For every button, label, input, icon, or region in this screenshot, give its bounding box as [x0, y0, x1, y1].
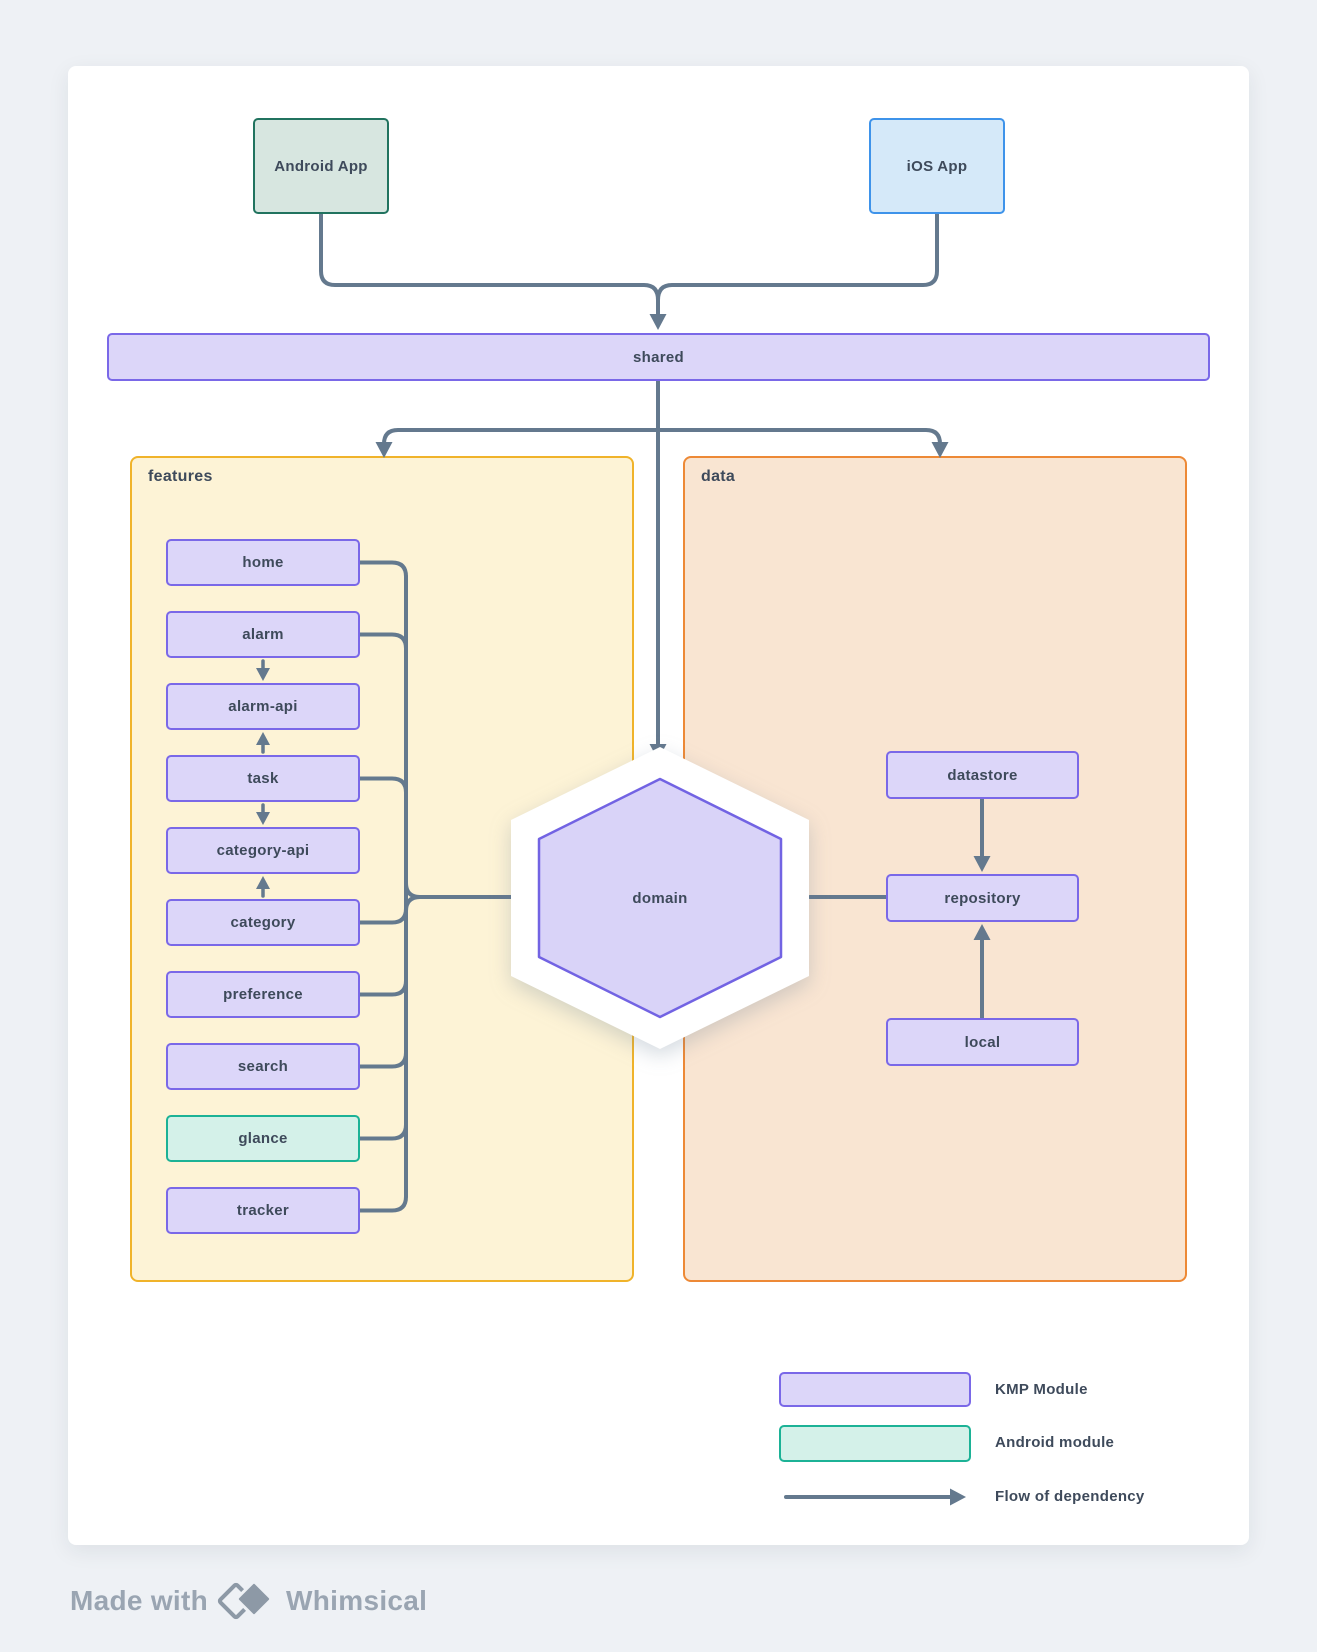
arrowhead-alarm-to-alarmapi [256, 668, 270, 681]
data-container-label: data [701, 468, 736, 485]
module-preference[interactable]: preference [166, 971, 360, 1018]
legend-android-swatch[interactable] [779, 1425, 971, 1462]
search-connector [358, 1050, 408, 1069]
trunk-junction-upper-curve [404, 881, 422, 899]
node-shared[interactable]: shared [107, 333, 1210, 381]
module-task[interactable]: task [166, 755, 360, 802]
node-domain[interactable]: domain [539, 779, 781, 1017]
task-connector [358, 776, 408, 795]
module-category-label: category [230, 914, 296, 931]
arrowhead-into-shared [649, 314, 667, 330]
module-category-api-label: category-api [216, 842, 310, 859]
node-ios-app-label: iOS App [906, 157, 968, 175]
node-ios-app[interactable]: iOS App [869, 118, 1005, 214]
module-glance-label: glance [238, 1130, 288, 1147]
shared-branch-connector [382, 428, 942, 446]
module-tracker-label: tracker [236, 1202, 290, 1219]
module-datastore-label: datastore [947, 766, 1018, 784]
trunk-junction-lower-curve [404, 895, 422, 913]
preference-connector [358, 978, 408, 997]
glance-connector [358, 1122, 408, 1141]
module-alarm-label: alarm [242, 626, 284, 643]
made-with-text: Made with [70, 1585, 209, 1616]
module-local-label: local [964, 1033, 1001, 1051]
module-alarm-api-label: alarm-api [228, 698, 298, 715]
ios-to-shared-connector [656, 212, 939, 302]
legend-kmp-label: KMP Module [995, 1381, 1088, 1398]
tracker-connector [358, 1194, 408, 1213]
arrowhead-datastore-to-repository [973, 856, 991, 872]
arrowhead-local-to-repository [973, 924, 991, 940]
module-datastore[interactable]: datastore [886, 751, 1079, 799]
whimsical-brand-text: Whimsical [286, 1585, 428, 1616]
arrowhead-into-features [375, 442, 393, 458]
legend-kmp-swatch[interactable] [779, 1372, 971, 1407]
home-connector [358, 560, 408, 579]
module-category[interactable]: category [166, 899, 360, 946]
category-connector [358, 906, 408, 925]
arrowhead-category-to-categoryapi [256, 876, 270, 889]
node-android-app-label: Android App [274, 157, 368, 175]
module-tracker[interactable]: tracker [166, 1187, 360, 1234]
features-container-label: features [148, 468, 213, 485]
node-domain-label: domain [632, 889, 688, 907]
arrowhead-task-to-alarmapi [256, 732, 270, 745]
module-category-api[interactable]: category-api [166, 827, 360, 874]
alarm-connector [358, 632, 408, 651]
node-shared-label: shared [633, 348, 684, 366]
module-repository-label: repository [944, 889, 1021, 907]
legend-flow-label: Flow of dependency [995, 1488, 1145, 1505]
module-repository[interactable]: repository [886, 874, 1079, 922]
module-home-label: home [242, 554, 284, 571]
module-local[interactable]: local [886, 1018, 1079, 1066]
module-home[interactable]: home [166, 539, 360, 586]
node-android-app[interactable]: Android App [253, 118, 389, 214]
whimsical-logo-icon [216, 1578, 276, 1624]
legend-android-label: Android module [995, 1434, 1115, 1451]
made-with-whimsical-footer[interactable]: Made with Whimsical [70, 1578, 427, 1624]
module-glance[interactable]: glance [166, 1115, 360, 1162]
module-search[interactable]: search [166, 1043, 360, 1090]
domain-hexagon [537, 777, 783, 1019]
module-alarm-api[interactable]: alarm-api [166, 683, 360, 730]
android-to-shared-connector [319, 212, 660, 316]
module-task-label: task [247, 770, 279, 787]
module-alarm[interactable]: alarm [166, 611, 360, 658]
arrowhead-task-to-categoryapi [256, 812, 270, 825]
legend-flow-arrowhead [950, 1488, 966, 1506]
module-preference-label: preference [223, 986, 303, 1003]
module-search-label: search [237, 1058, 289, 1075]
arrowhead-into-data [931, 442, 949, 458]
